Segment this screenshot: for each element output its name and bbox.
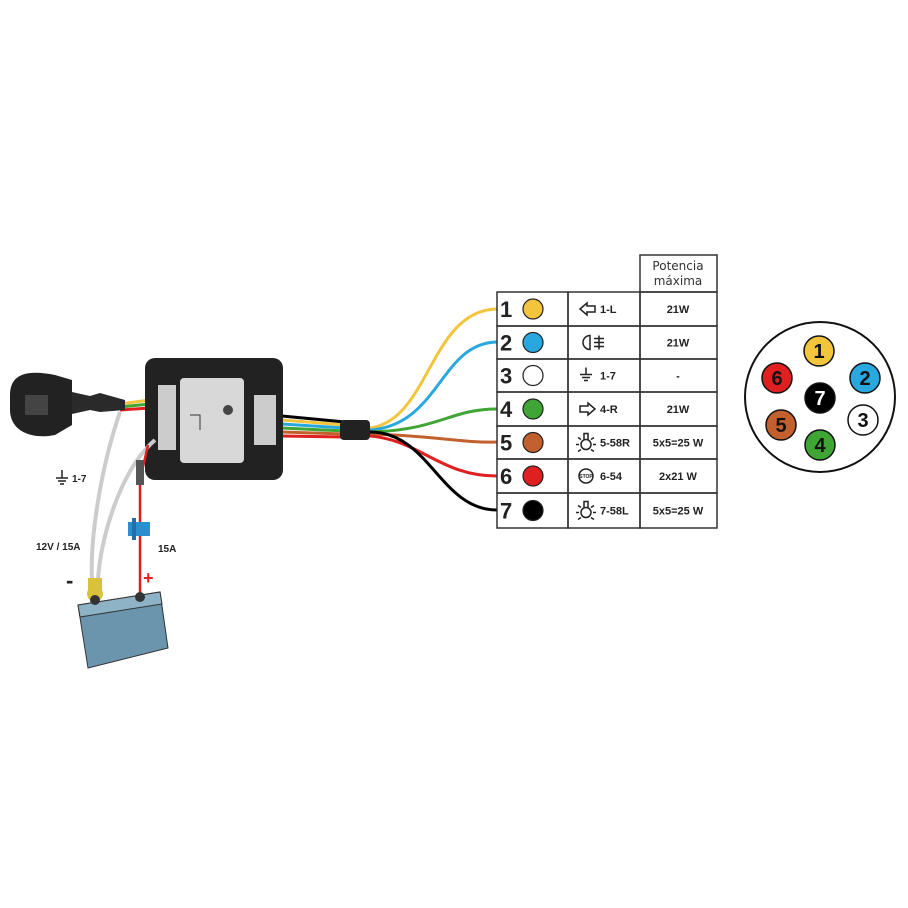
wire-blue (369, 340, 498, 432)
ground-icon (580, 367, 592, 382)
fog-light-icon (582, 334, 604, 351)
pin-number: 6 (500, 464, 512, 489)
fuse-label: 15A (158, 544, 176, 555)
pin-number: 5 (500, 431, 512, 456)
function-code: 6-54 (600, 471, 623, 483)
table-row: 6 STOP 6-54 2x21 W (496, 458, 718, 494)
function-code: 4-R (600, 404, 618, 416)
wire-connector (340, 420, 370, 440)
pin-number: 7 (500, 499, 512, 524)
battery-rating-label: 12V / 15A (36, 542, 80, 553)
socket-pin: 3 (847, 404, 879, 436)
pin-color-dot (522, 499, 544, 522)
table-row: 4 4-R 21W (496, 391, 718, 427)
table-row: 3 1-7 - (496, 358, 718, 393)
pin-color-dot (522, 465, 544, 487)
socket-pin-dot (803, 335, 835, 367)
header-line2: máxima (654, 274, 703, 288)
socket-pin: 1 (803, 335, 835, 367)
socket-pin-dot (849, 362, 881, 394)
socket-pin-number: 7 (814, 388, 825, 410)
socket-pin-number: 4 (814, 435, 826, 457)
socket-pin: 2 (849, 362, 881, 394)
power-cell (639, 492, 718, 529)
arrow-left-icon (578, 301, 596, 317)
socket-face: 1 2 3 4 5 6 7 (744, 321, 896, 473)
socket-pin: 7 (804, 382, 836, 414)
socket-pin: 5 (765, 409, 797, 441)
pin-color-dot (522, 398, 544, 420)
max-power: - (676, 371, 680, 383)
table-row: 5 5-58R 5x5=25 W (496, 425, 718, 460)
max-power: 21W (667, 304, 690, 316)
max-power: 21W (667, 404, 690, 416)
function-code: 7-58L (600, 506, 629, 518)
pin-color-dot (522, 331, 544, 354)
max-power: 2x21 W (659, 471, 698, 483)
bulb-icon (576, 432, 596, 453)
battery (77, 591, 169, 669)
pin-number: 4 (500, 397, 513, 422)
header-line1: Potencia (652, 259, 703, 273)
ground-label: 1-7 (72, 474, 87, 485)
bulb-icon (576, 500, 596, 521)
battery-cables (89, 411, 157, 600)
socket-pin-number: 2 (859, 368, 870, 390)
socket-pin-number: 3 (857, 410, 868, 432)
socket-pin-dot (804, 382, 836, 414)
pin-color-dot (522, 298, 544, 320)
wire-yellow (369, 307, 498, 430)
pin-number: 3 (500, 364, 512, 389)
positive-label: + (143, 568, 154, 588)
max-power: 5x5=25 W (653, 438, 704, 450)
table-row: 7 7-58L 5x5=25 W (496, 492, 718, 529)
wire-black (369, 430, 498, 512)
wire-green (369, 407, 498, 434)
socket-pin: 6 (761, 362, 793, 394)
control-module (145, 358, 283, 480)
pin-number: 2 (500, 331, 512, 356)
function-code: 1-L (600, 304, 617, 316)
negative-label: - (66, 568, 73, 593)
socket-pin-dot (765, 409, 797, 441)
function-code: 1-7 (600, 371, 616, 383)
trailer-plug (10, 372, 125, 437)
ring-terminal (86, 578, 103, 602)
pin-table: 1 1-L 21W 2 21W 3 1-7 - 4 4-R 21W 5 5-58R 5x5=25 W 6 ST… (496, 291, 718, 529)
socket-pin-number: 6 (771, 368, 782, 390)
table-row: 1 1-L 21W (496, 291, 718, 327)
stop-icon-text: STOP (579, 474, 593, 480)
wire-red (369, 434, 498, 478)
ground-icon (56, 470, 68, 485)
socket-pin-number: 1 (813, 341, 824, 363)
table-row: 2 21W (496, 325, 718, 360)
function-code: 5-58R (600, 438, 630, 450)
max-power: 5x5=25 W (653, 506, 704, 518)
table-header-cell (639, 254, 718, 293)
socket-pin: 4 (804, 429, 836, 461)
stop-icon: STOP (578, 468, 594, 484)
fuse-holder (128, 518, 150, 540)
max-power: 21W (667, 338, 690, 350)
socket-pin-number: 5 (775, 415, 786, 437)
pin-number: 1 (500, 297, 512, 322)
arrow-right-icon (579, 401, 597, 417)
pin-color-dot (522, 364, 544, 387)
pin-color-dot (522, 431, 544, 454)
socket-pin-dot (847, 404, 879, 436)
socket-pin-dot (761, 362, 793, 394)
socket-pin-dot (804, 429, 836, 461)
